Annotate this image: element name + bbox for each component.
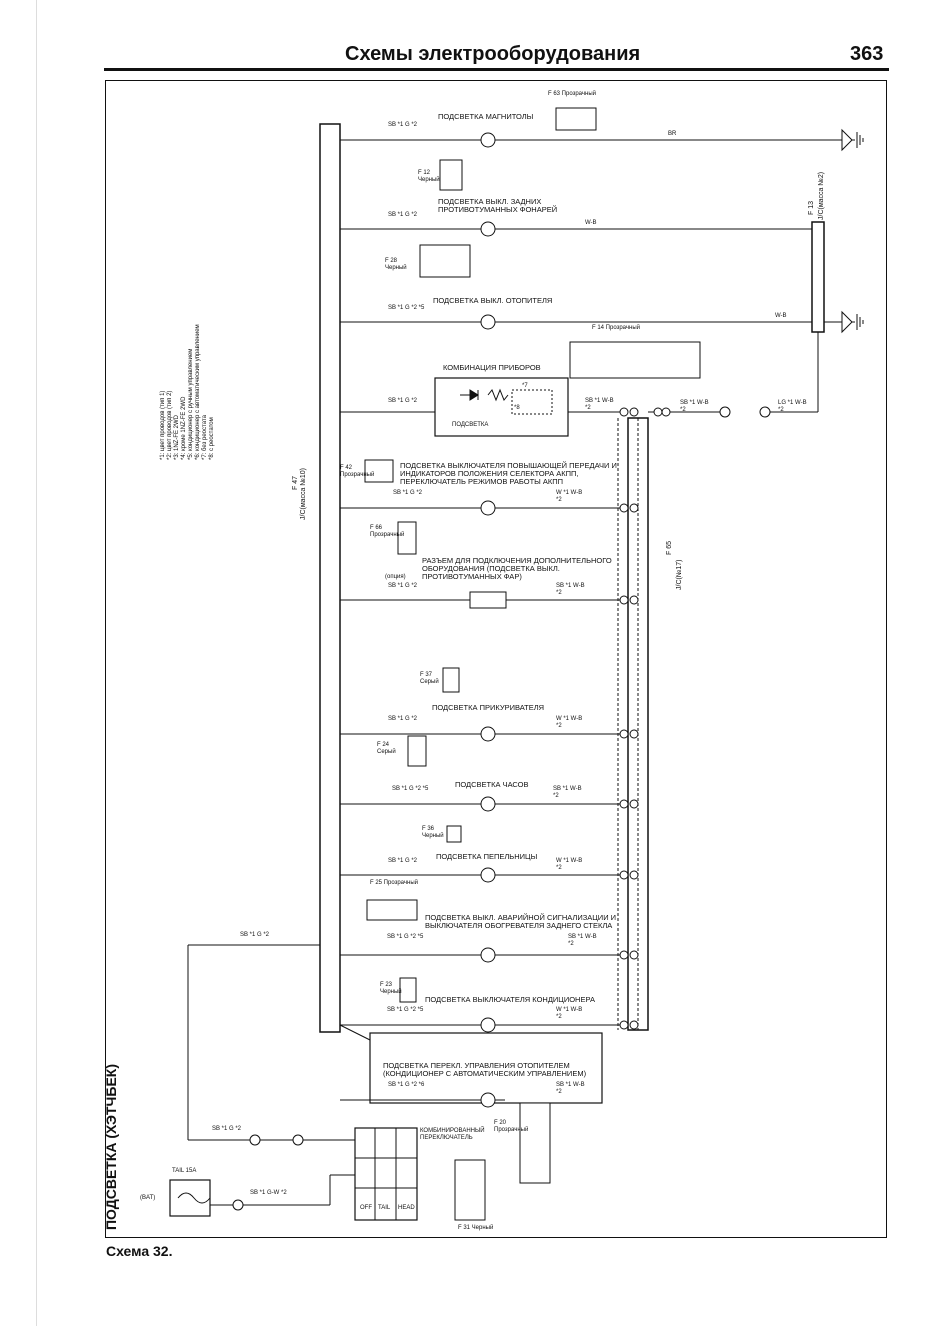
circuit-2-connector: F 12 Черный — [418, 170, 440, 183]
circuit-10-left-wire: SB *1 G *2 *5 — [387, 934, 424, 940]
circuit-2-label: ПОДСВЕТКА ВЫКЛ. ЗАДНИХ ПРОТИВОТУМАННЫХ Ф… — [438, 197, 558, 214]
circuit-12-label: ПОДСВЕТКА ПЕРЕКЛ. УПРАВЛЕНИЯ ОТОПИТЕЛЕМ … — [383, 1061, 587, 1078]
junction-top-right-label: J/C(масса №2) — [818, 171, 825, 220]
notes-block: *1: цвет проводов (тип 1) *2: цвет прово… — [160, 324, 216, 460]
circuit-7-right-wire: W *1 W-B *2 — [556, 716, 583, 729]
note-2: *2: цвет проводов (тип 2) — [167, 390, 173, 460]
circuit-6-left-wire: SB *1 G *2 — [388, 583, 418, 589]
circuit-1-connector: F 63 Прозрачный — [548, 91, 596, 97]
circuit-5-label: ПОДСВЕТКА ВЫКЛЮЧАТЕЛЯ ПОВЫШАЮЩЕЙ ПЕРЕДАЧ… — [400, 461, 617, 486]
circuit-8-left-wire: SB *1 G *2 *5 — [392, 786, 429, 792]
circuit-4-right-wire: SB *1 W-B *2 — [585, 398, 614, 411]
junction-left-label: J/C(масса №10) — [300, 467, 307, 520]
circuit-9-right-wire: W *1 W-B *2 — [556, 858, 583, 871]
diagram-side-title: ПОДСВЕТКА (ХЭТЧБЕК) — [103, 1063, 119, 1230]
circuit-11-label: ПОДСВЕТКА ВЫКЛЮЧАТЕЛЯ КОНДИЦИОНЕРА — [425, 995, 595, 1004]
note-7: *7: без реостата — [202, 415, 208, 460]
circuit-12-right-wire: SB *1 W-B *2 — [556, 1082, 585, 1095]
note-1: *1: цвет проводов (тип 1) — [160, 390, 166, 460]
diagram-frame — [105, 80, 887, 1238]
circuit-8-label: ПОДСВЕТКА ЧАСОВ — [455, 780, 529, 789]
switch-pos-head: HEAD — [398, 1205, 415, 1211]
circuit-6-label: РАЗЪЕМ ДЛЯ ПОДКЛЮЧЕНИЯ ДОПОЛНИТЕЛЬНОГО О… — [422, 556, 612, 581]
bottom-wire-2: SB *1 G-W *2 — [250, 1190, 287, 1196]
page-number: 363 — [850, 43, 884, 65]
circuit-11-right-wire: W *1 W-B *2 — [556, 1007, 583, 1020]
fuse-label: TAIL 15A — [172, 1168, 197, 1174]
note-5: *5: кондиционер с ручным управлением — [188, 348, 194, 460]
junction-left-id: F 47 — [292, 475, 299, 490]
junction-left-bar — [319, 123, 341, 1033]
circuit-4-left-wire: SB *1 G *2 — [388, 398, 418, 404]
circuit-12-connector: F 20 Прозрачный — [494, 1120, 529, 1133]
circuit-9-left-wire: SB *1 G *2 — [388, 858, 418, 864]
bottom-wire-1: SB *1 G *2 — [212, 1126, 242, 1132]
combination-switch-id: F 31 Черный — [458, 1225, 494, 1231]
circuit-1-right-wire: BR — [668, 131, 677, 137]
note-6: *6: кондиционер с автоматическим управле… — [195, 324, 201, 460]
circuit-1-left-wire: SB *1 G *2 — [388, 122, 418, 128]
circuit-11-left-wire: SB *1 G *2 *5 — [387, 1007, 424, 1013]
cluster-illumination: ПОДСВЕТКА — [452, 422, 489, 428]
circuit-4-label: КОМБИНАЦИЯ ПРИБОРОВ — [443, 363, 541, 372]
junction-right-label: J/C(№17) — [676, 559, 683, 590]
rheostat-8: *8 — [514, 405, 520, 411]
cluster-right-wire: LG *1 W-B *2 — [778, 400, 807, 413]
note-4: *4: кроме 1NZ-FE 2WD — [181, 396, 187, 460]
circuit-2-right-wire: W-B — [585, 220, 597, 226]
junction-top-right-id: F 13 — [808, 200, 815, 215]
circuit-7-connector: F 37 Серый — [420, 672, 439, 685]
circuit-9-label: ПОДСВЕТКА ПЕПЕЛЬНИЦЫ — [436, 852, 538, 861]
combination-switch-label: КОМБИНИРОВАННЫЙ ПЕРЕКЛЮЧАТЕЛЬ — [420, 1128, 485, 1141]
circuit-6-connector: F 66 Прозрачный — [370, 525, 405, 538]
page-title: Схемы электрооборудования — [345, 43, 641, 65]
rheostat-7: *7 — [522, 383, 528, 389]
switch-pos-off: OFF — [360, 1205, 372, 1211]
circuit-8-right-wire: SB *1 W-B *2 — [553, 786, 582, 799]
circuit-3-left-wire: SB *1 G *2 *5 — [388, 305, 425, 311]
option-label: (опция) — [385, 574, 406, 580]
circuit-10-right-wire: SB *1 W-B *2 — [568, 934, 597, 947]
circuit-7-left-wire: SB *1 G *2 — [388, 716, 418, 722]
junction-right-id: F 65 — [666, 540, 673, 555]
circuit-11-connector: F 23 Черный — [380, 982, 402, 995]
figure-caption: Схема 32. — [106, 1243, 173, 1259]
circuit-12-left-wire: SB *1 G *2 *6 — [388, 1082, 425, 1088]
header-rule — [104, 68, 889, 71]
scan-edge — [36, 0, 37, 1326]
note-3: *3: 1NZ-FE 2WD — [174, 414, 180, 460]
circuit-10-label: ПОДСВЕТКА ВЫКЛ. АВАРИЙНОЙ СИГНАЛИЗАЦИИ И… — [425, 913, 617, 930]
note-8: *8: с реостатом — [209, 417, 215, 460]
top-left-wire: SB *1 G *2 — [240, 932, 270, 938]
circuit-6-right-wire: SB *1 W-B *2 — [556, 583, 585, 596]
circuit-3-label: ПОДСВЕТКА ВЫКЛ. ОТОПИТЕЛЯ — [433, 296, 553, 305]
circuit-9-connector: F 36 Черный — [422, 826, 444, 839]
battery-label: (BAT) — [140, 1195, 156, 1201]
circuit-3-right-wire: W-B — [775, 313, 787, 319]
circuit-5-left-wire: SB *1 G *2 — [393, 490, 423, 496]
junction-top-right — [811, 221, 825, 333]
circuit-5-connector: F 42 Прозрачный — [340, 465, 375, 478]
cluster-mid-wire: SB *1 W-B *2 — [680, 400, 709, 413]
switch-pos-tail: TAIL — [378, 1205, 391, 1211]
circuit-3-connector: F 28 Черный — [385, 258, 407, 271]
circuit-1-label: ПОДСВЕТКА МАГНИТОЛЫ — [438, 112, 534, 121]
circuit-10-connector: F 25 Прозрачный — [370, 880, 418, 886]
circuit-8-connector: F 24 Серый — [377, 742, 396, 755]
circuit-7-label: ПОДСВЕТКА ПРИКУРИВАТЕЛЯ — [432, 703, 545, 712]
circuit-4-connector: F 14 Прозрачный — [592, 325, 640, 331]
circuit-5-right-wire: W *1 W-B *2 — [556, 490, 583, 503]
circuit-2-left-wire: SB *1 G *2 — [388, 212, 418, 218]
